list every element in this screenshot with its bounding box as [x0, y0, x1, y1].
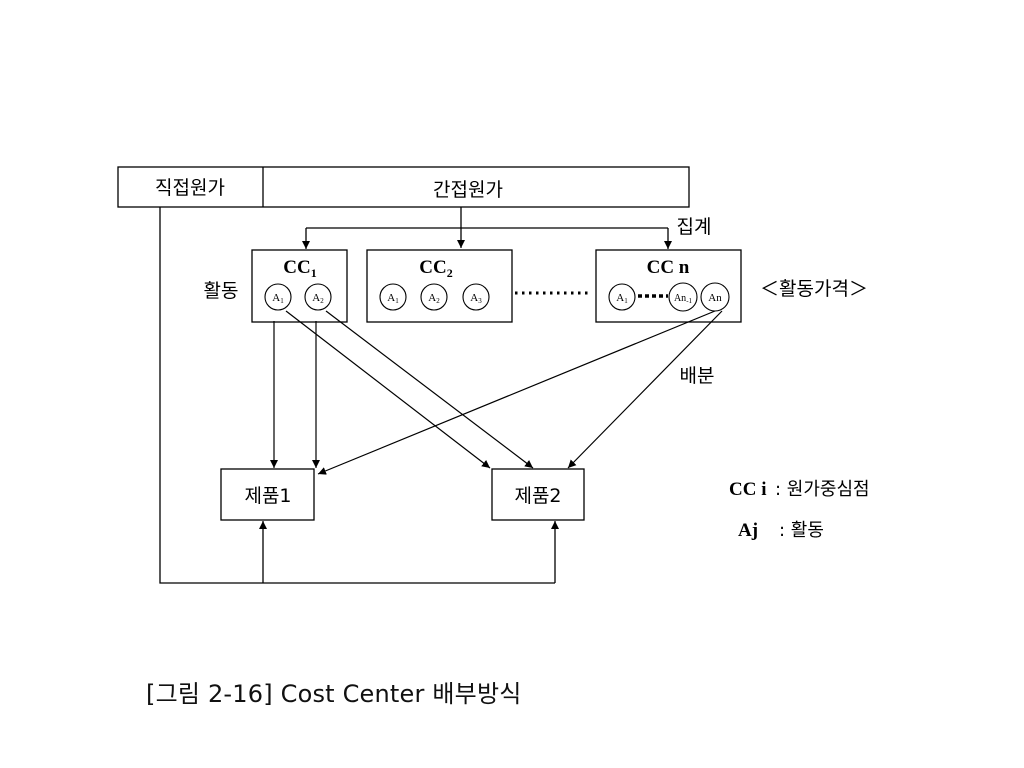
aggregate-label: 집계 [677, 216, 712, 238]
direct-cost-label: 직접원가 [155, 177, 225, 199]
product-1-label: 제품1 [244, 485, 291, 507]
indirect-cost-label: 간접원가 [433, 179, 503, 201]
legend-a-symbol: Aj [738, 520, 758, 541]
alloc-cc1-a1-to-product2 [285, 310, 491, 469]
direct-cost-path [159, 207, 555, 584]
cc1-activity-a1 [264, 283, 292, 311]
allocation-label: 배분 [680, 365, 715, 387]
ccn-title: CC n [647, 257, 690, 278]
legend-a-desc: : 활동 [779, 520, 824, 541]
product-2: 제품2 [491, 468, 585, 521]
cc1-title: CC1 [283, 257, 316, 280]
alloc-cc1-a2-to-product2 [325, 310, 534, 469]
cost-center-n: CC n A1 An-1 An [595, 249, 742, 323]
ccn-activity-a1-label: A1 [616, 292, 628, 305]
figure-caption: [그림 2-16] Cost Center 배부방식 [146, 680, 522, 708]
cost-header-box [117, 166, 690, 208]
legend-cc-symbol: CC i [729, 479, 766, 500]
legend: CC i : 원가중심점 Aj : 활동 [729, 479, 870, 541]
ccn-activity-an-1-label: An-1 [674, 293, 693, 305]
ccn-activity-an-1 [668, 282, 698, 312]
cc2-activity-a2 [420, 283, 448, 311]
cc2-activity-a2-label: A2 [428, 292, 440, 305]
activity-price-label: ＜활동가격＞ [760, 278, 868, 300]
legend-cc-desc: : 원가중심점 [775, 479, 870, 500]
ccn-activity-an-label: An [708, 292, 722, 304]
cc2-title: CC2 [419, 257, 452, 280]
ccn-activity-a1 [608, 283, 636, 311]
alloc-ccn-an-1-to-product1 [317, 310, 716, 475]
activity-label: 활동 [204, 280, 239, 302]
product-1: 제품1 [220, 468, 315, 521]
cc1-activity-a2-label: A2 [312, 292, 324, 305]
cc1-activity-a2 [304, 283, 332, 311]
alloc-ccn-an-to-product2 [567, 310, 723, 469]
product-2-label: 제품2 [514, 485, 561, 507]
cc2-activity-a1 [379, 283, 407, 311]
cc2-activity-a3 [462, 283, 490, 311]
cost-center-1: CC1 A1 A2 [251, 249, 348, 323]
cc2-activity-a3-label: A3 [470, 292, 482, 305]
cc2-activity-a1-label: A1 [387, 292, 399, 305]
cc1-activity-a1-label: A1 [272, 292, 284, 305]
cost-center-2: CC2 A1 A2 A3 [366, 249, 513, 323]
